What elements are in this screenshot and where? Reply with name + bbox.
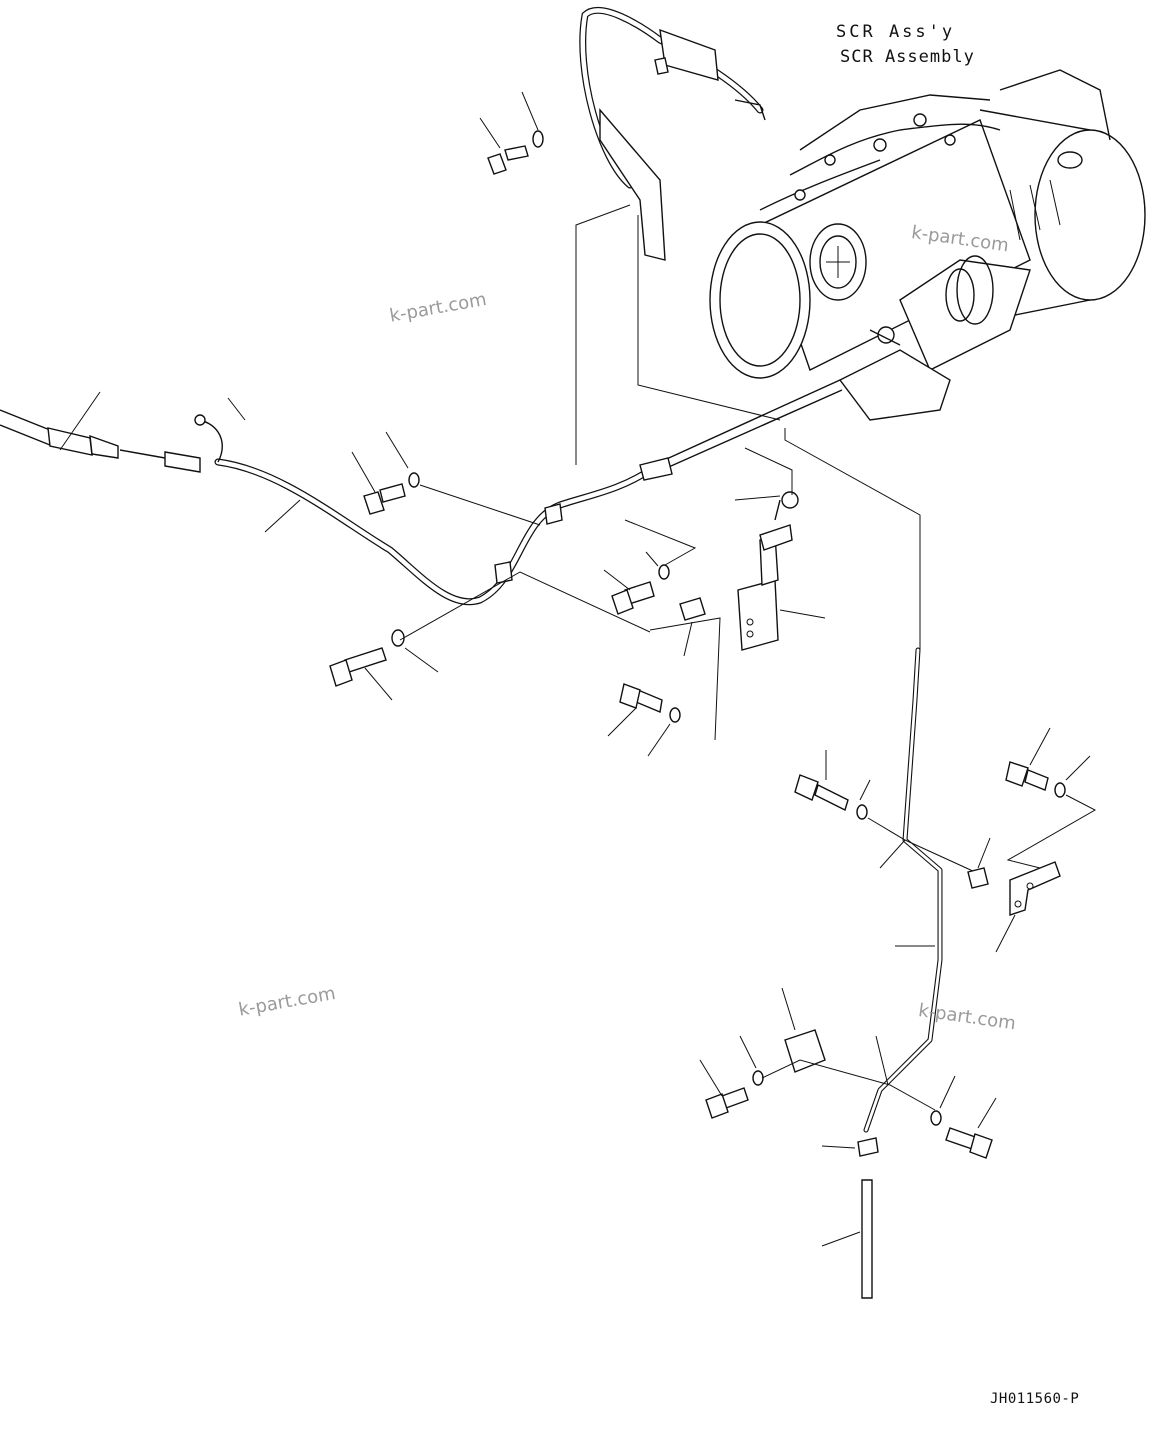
- main-hose: [0, 379, 843, 606]
- bolt-a: [351, 431, 420, 515]
- bracket-right: [967, 837, 1061, 953]
- bolt-b: [329, 629, 439, 701]
- bolt-f: [1005, 727, 1097, 871]
- assembly-title-line2: SCR Assembly: [840, 47, 975, 67]
- bolt-c: [603, 551, 670, 615]
- leader-lines: [399, 204, 921, 741]
- drawing-code: JH011560-P: [990, 1391, 1080, 1407]
- scr-assembly: [709, 69, 1146, 421]
- bolt-e: [794, 750, 976, 873]
- lower-pipe: [821, 647, 943, 1299]
- bolt-d: [607, 683, 681, 757]
- bolt-upper: [479, 91, 544, 175]
- bracket-center: [679, 491, 826, 657]
- bolt-h: [930, 1075, 997, 1159]
- assembly-title-line1: SCR Ass'y: [836, 22, 956, 42]
- bolt-g: [699, 987, 936, 1119]
- upper-harness: [579, 6, 766, 261]
